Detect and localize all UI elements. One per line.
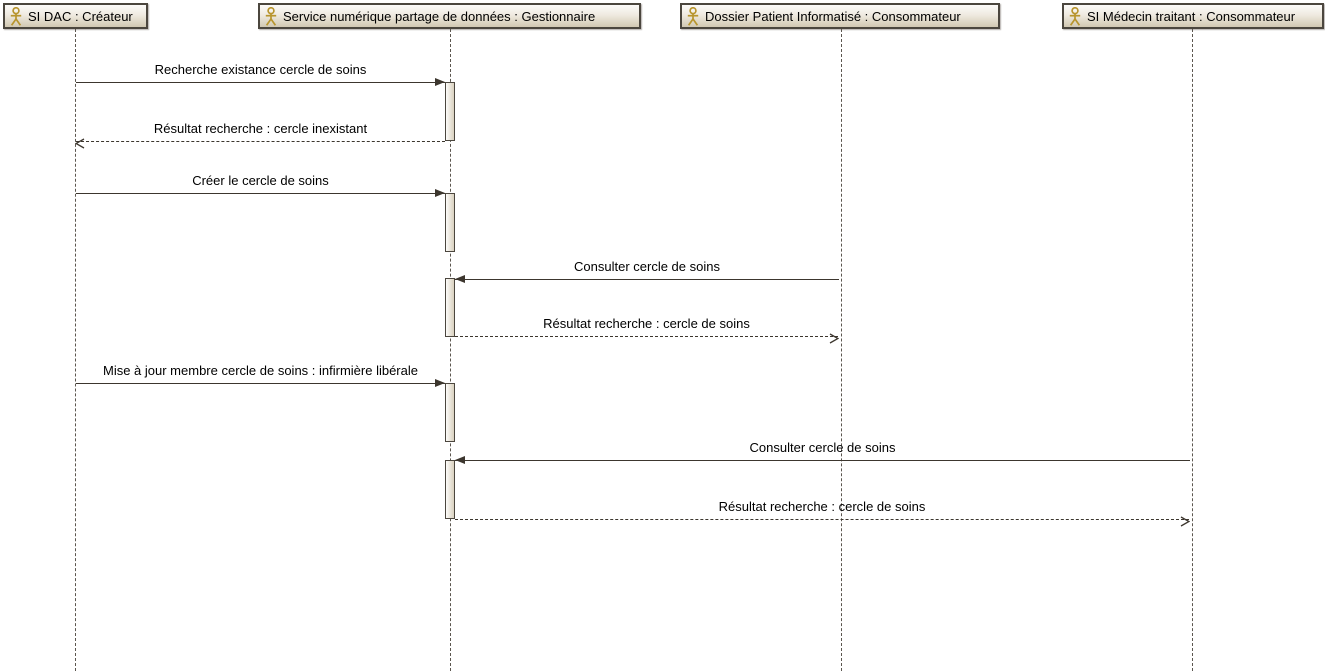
activation-bar[interactable] — [445, 82, 455, 141]
participant-label: Dossier Patient Informatisé : Consommate… — [705, 8, 961, 24]
message-line[interactable] — [76, 141, 445, 142]
arrowhead-filled-icon — [435, 78, 445, 86]
message-label: Recherche existance cercle de soins — [154, 62, 367, 77]
arrowhead-open-icon — [829, 331, 840, 349]
participant-label: SI Médecin traitant : Consommateur — [1087, 8, 1296, 24]
message-label: Consulter cercle de soins — [749, 440, 896, 455]
lifeline — [1192, 29, 1193, 671]
actor-icon — [265, 6, 277, 26]
participant-label: SI DAC : Créateur — [28, 8, 133, 24]
message-label: Résultat recherche : cercle de soins — [543, 316, 750, 331]
activation-bar[interactable] — [445, 278, 455, 337]
activation-bar[interactable] — [445, 460, 455, 519]
message-line[interactable] — [76, 193, 445, 194]
arrowhead-filled-icon — [455, 275, 465, 283]
message-line[interactable] — [455, 279, 839, 280]
arrowhead-filled-icon — [455, 456, 465, 464]
activation-bar[interactable] — [445, 193, 455, 252]
participant-box[interactable]: Dossier Patient Informatisé : Consommate… — [680, 3, 1000, 29]
message-line[interactable] — [76, 82, 445, 83]
actor-icon — [10, 6, 22, 26]
message-line[interactable] — [455, 519, 1189, 520]
participant-box[interactable]: Service numérique partage de données : G… — [258, 3, 641, 29]
lifeline — [450, 29, 451, 671]
message-label: Résultat recherche : cercle de soins — [718, 499, 926, 514]
arrowhead-filled-icon — [435, 379, 445, 387]
lifeline — [75, 29, 76, 671]
actor-icon — [1069, 6, 1081, 26]
participant-box[interactable]: SI DAC : Créateur — [3, 3, 148, 29]
lifeline — [841, 29, 842, 671]
message-label: Créer le cercle de soins — [192, 173, 329, 188]
participant-box[interactable]: SI Médecin traitant : Consommateur — [1062, 3, 1324, 29]
arrowhead-open-icon — [1180, 514, 1191, 532]
message-label: Mise à jour membre cercle de soins : inf… — [102, 363, 418, 378]
actor-icon — [687, 6, 699, 26]
message-line[interactable] — [455, 460, 1190, 461]
arrowhead-filled-icon — [435, 189, 445, 197]
participant-label: Service numérique partage de données : G… — [283, 8, 596, 24]
message-line[interactable] — [455, 336, 838, 337]
message-line[interactable] — [76, 383, 445, 384]
message-label: Consulter cercle de soins — [574, 259, 720, 274]
arrowhead-open-icon — [74, 136, 85, 154]
message-label: Résultat recherche : cercle inexistant — [153, 121, 368, 136]
activation-bar[interactable] — [445, 383, 455, 442]
